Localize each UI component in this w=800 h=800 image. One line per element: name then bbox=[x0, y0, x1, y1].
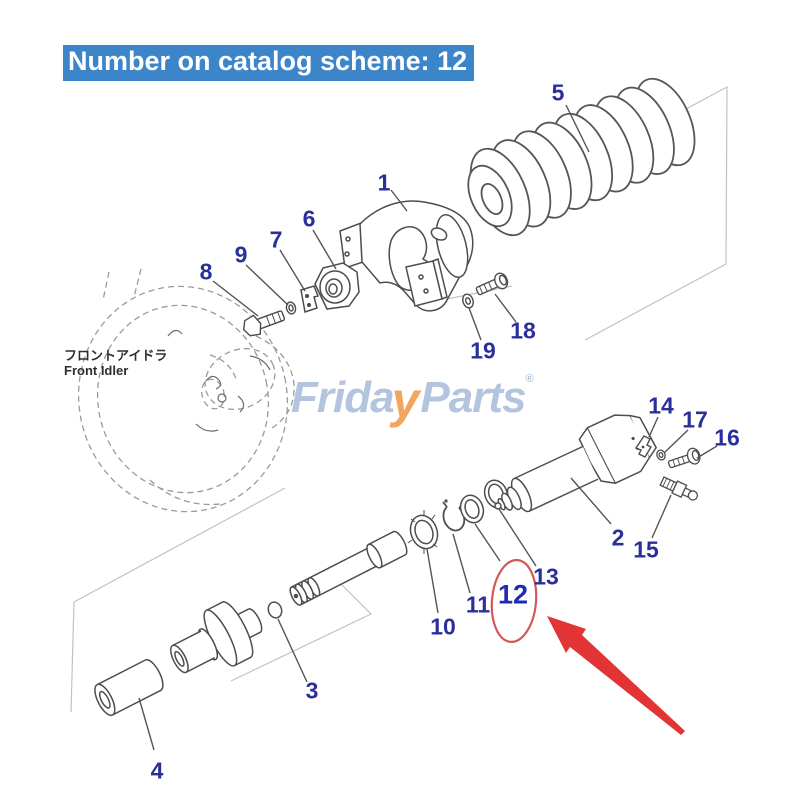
logo-text-frida: Frida bbox=[291, 373, 395, 422]
red-circle-highlight bbox=[490, 559, 538, 643]
yoke-drawing bbox=[339, 200, 474, 312]
part-label-9: 9 bbox=[234, 241, 248, 268]
part-label-17: 17 bbox=[682, 406, 708, 433]
o-ring-drawing bbox=[267, 601, 283, 619]
logo-swoosh: y bbox=[391, 372, 420, 428]
red-arrow bbox=[547, 616, 685, 735]
part-label-5: 5 bbox=[551, 79, 565, 106]
piston-drawing bbox=[170, 601, 263, 674]
part-label-14: 14 bbox=[648, 392, 674, 419]
washer-9-drawing bbox=[285, 301, 297, 315]
clip-drawing bbox=[300, 285, 320, 313]
idler-caption-english: Front Idler bbox=[64, 363, 129, 378]
fridayparts-logo: FridayParts® bbox=[291, 370, 534, 425]
washer-19-drawing bbox=[462, 293, 474, 309]
part-label-15: 15 bbox=[633, 536, 659, 563]
front-idler-drawing bbox=[77, 268, 295, 513]
logo-text-parts: Parts bbox=[420, 373, 526, 422]
part-label-7: 7 bbox=[269, 226, 283, 253]
part-label-2: 2 bbox=[611, 524, 625, 551]
part-label-10: 10 bbox=[430, 613, 456, 640]
cylinder-drawing bbox=[494, 414, 658, 513]
part-label-4: 4 bbox=[150, 757, 164, 784]
recoil-spring-drawing bbox=[467, 77, 696, 237]
clip-14-drawing bbox=[634, 435, 652, 458]
bolt-8-drawing bbox=[242, 310, 286, 337]
rod-drawing bbox=[289, 530, 408, 606]
part-label-18: 18 bbox=[510, 317, 536, 344]
washer-17-drawing bbox=[656, 449, 666, 461]
grease-fitting-drawing bbox=[659, 476, 699, 501]
page-title: Number on catalog scheme: 12 bbox=[63, 45, 475, 81]
bushing-drawing bbox=[94, 659, 164, 717]
bolt-18-drawing bbox=[475, 272, 509, 296]
idler-caption: フロントアイドラ Front Idler bbox=[64, 348, 167, 378]
seal-ring-10-drawing bbox=[407, 510, 439, 554]
idler-caption-japanese: フロントアイドラ bbox=[64, 348, 168, 363]
part-label-8: 8 bbox=[199, 258, 213, 285]
bolt-16-drawing bbox=[667, 447, 701, 469]
part-label-19: 19 bbox=[470, 337, 496, 364]
logo-trademark: ® bbox=[525, 373, 533, 386]
leader-lines bbox=[138, 104, 718, 751]
part-label-13: 13 bbox=[533, 563, 559, 590]
front-idler-hub-detail bbox=[167, 329, 271, 432]
part-label-12-highlighted: 12 bbox=[497, 579, 529, 610]
ring-12-drawing bbox=[459, 494, 485, 524]
nut-drawing bbox=[314, 262, 360, 310]
part-label-16: 16 bbox=[714, 424, 740, 451]
part-label-6: 6 bbox=[302, 205, 316, 232]
part-label-1: 1 bbox=[377, 169, 391, 196]
part-label-3: 3 bbox=[305, 677, 319, 704]
part-label-11: 11 bbox=[465, 591, 491, 618]
